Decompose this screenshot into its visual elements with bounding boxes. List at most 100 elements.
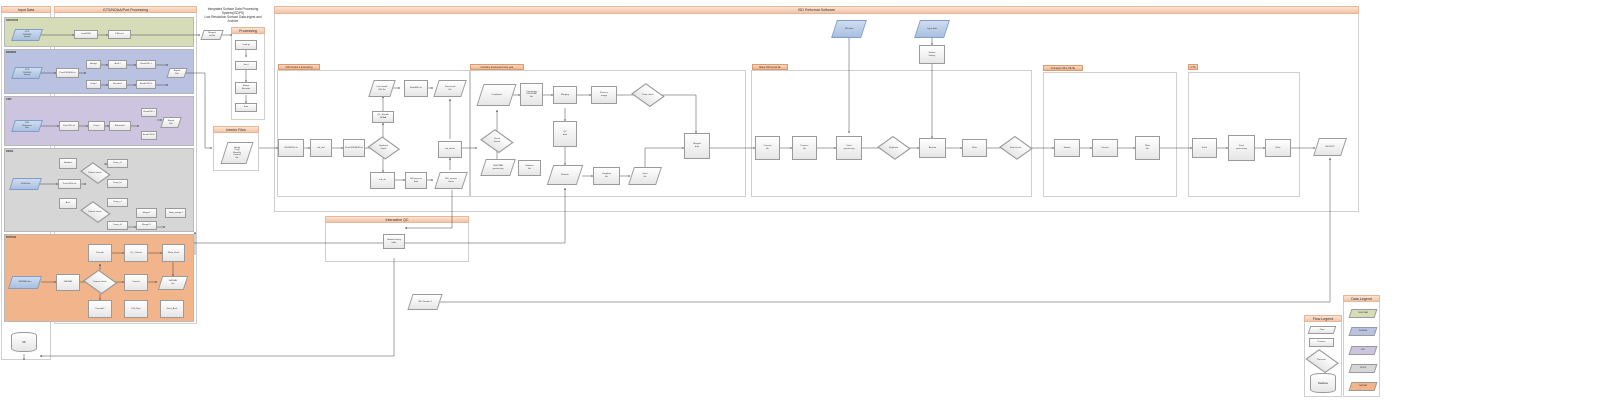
- write-process[interactable]: Write: [962, 139, 987, 157]
- report2-process[interactable]: ReadCFD2.f: [136, 80, 156, 89]
- write-file-process[interactable]: Write file: [1135, 136, 1160, 160]
- database-cylinder[interactable]: DB: [11, 332, 37, 352]
- write-final-process[interactable]: Write_Final: [162, 244, 185, 262]
- merging-process[interactable]: Merging: [553, 86, 577, 104]
- reformat-process[interactable]: Reformat.f: [109, 121, 131, 131]
- temp-a-process[interactable]: Temp_a.f: [107, 159, 128, 168]
- isd-dir-process[interactable]: isd_dir.f: [310, 139, 332, 157]
- decode-process[interactable]: Decode: [88, 244, 112, 262]
- dsfstar-input[interactable]: GTS DSI3000 format: [13, 29, 41, 41]
- datsav-format-decision-label: Format check: [93, 280, 107, 283]
- ddss-format-decision[interactable]: Format check: [84, 165, 106, 181]
- merge-records-process[interactable]: Merge Records: [235, 82, 257, 94]
- qc-readin-process[interactable]: QC_ReadIn NOAA: [372, 111, 394, 123]
- merged-isd-file[interactable]: Merged isd file: [202, 30, 222, 40]
- cfd-input[interactable]: CFD Reformat File: [13, 120, 41, 132]
- data-check-decision[interactable]: Data check: [636, 86, 660, 104]
- merged-data[interactable]: Merged data: [684, 133, 710, 159]
- last-month-isd-file-label: Last month ISD file: [376, 85, 388, 91]
- ddss-format-decision-label: Format check: [88, 171, 102, 174]
- dsi3000-input[interactable]: GTS DSI3000 format: [13, 67, 41, 79]
- converting-dsfstar[interactable]: Converting DSFSTAR file: [520, 83, 543, 106]
- duplicate-decision[interactable]: Duplicate: [882, 138, 905, 158]
- processed-file[interactable]: Processed file: [436, 80, 464, 97]
- isd-version-3[interactable]: ISD Version 3: [410, 294, 440, 310]
- final-arch-process[interactable]: Final_Arch: [160, 300, 184, 318]
- header-process[interactable]: Header.f: [59, 158, 77, 169]
- duplicate-check-decision[interactable]: Duplicate check: [372, 139, 395, 157]
- decoder-process[interactable]: Decoder.f: [108, 80, 127, 89]
- station-history-box[interactable]: Station history: [919, 45, 945, 64]
- dsi3000-output[interactable]: Report File: [168, 68, 186, 78]
- dsfstar-processing[interactable]: DSFSTAR processing: [483, 159, 513, 176]
- data-check-decision-label: Data check: [642, 93, 654, 96]
- interim-file[interactable]: Hourly Daily Monthly Format file: [224, 142, 250, 164]
- last-month-isd-file[interactable]: Last month ISD file: [371, 80, 393, 97]
- temp-d-process[interactable]: Temp_d.f: [107, 221, 128, 230]
- report1-process[interactable]: ReadCFD.f: [136, 60, 156, 69]
- qc-checks-process[interactable]: QC_Checks: [124, 244, 148, 262]
- readcfd-process[interactable]: ReadCFD.f: [141, 108, 157, 117]
- sum-process[interactable]: Sum: [235, 103, 257, 112]
- readcfd2-process[interactable]: ReadCFD2.f: [141, 131, 157, 140]
- decode2-process[interactable]: Decode2: [88, 300, 112, 318]
- cts-prepare[interactable]: Final processing: [1228, 135, 1255, 161]
- prep-process[interactable]: Prep.f: [88, 121, 105, 131]
- procdsi3000-process[interactable]: ProcDSI3000.sh: [56, 68, 79, 78]
- rewrite-data[interactable]: Rewrite: [550, 165, 580, 185]
- convert-file[interactable]: Convert file: [755, 136, 780, 160]
- check-format-decision[interactable]: Check format: [485, 132, 509, 150]
- cts-write[interactable]: Write: [1265, 139, 1291, 157]
- arc3-process[interactable]: Arc3.f: [108, 60, 127, 69]
- isd-dir-lower[interactable]: isd_dir: [370, 172, 395, 189]
- complete-file[interactable]: Complete file: [593, 167, 620, 185]
- loaddsf-process[interactable]: LoadDSF.f: [74, 30, 98, 39]
- process-file[interactable]: Process file: [792, 136, 817, 160]
- isd-ids-file[interactable]: isd_ids.txt: [438, 141, 462, 158]
- datsav-file-output[interactable]: DATSAV file: [160, 276, 186, 290]
- combined-data[interactable]: Combined: [480, 84, 513, 106]
- dsfrun-process[interactable]: DSFrun.f: [108, 30, 131, 39]
- hourly-process[interactable]: Hourly.f: [86, 60, 101, 69]
- subtract-file[interactable]: Subtract file: [518, 160, 541, 176]
- station-history-table[interactable]: Station history table: [383, 234, 405, 249]
- datsav-format-decision[interactable]: Format check: [88, 272, 112, 292]
- cfd-output[interactable]: Report File: [162, 117, 180, 128]
- ddss-arc-process[interactable]: Arc.f: [59, 198, 77, 209]
- final-file[interactable]: Final file: [631, 167, 659, 185]
- isd-data-input[interactable]: ISD data: [834, 20, 864, 38]
- daily-process[interactable]: Daily.f: [86, 80, 101, 89]
- format-process[interactable]: Format: [1092, 139, 1118, 157]
- temp-b-process[interactable]: Temp_b.f: [107, 179, 128, 188]
- process-merge[interactable]: Process merge: [591, 86, 617, 104]
- datsav-input[interactable]: DATSAV files: [10, 276, 40, 289]
- isd-header: ISD Reformat Software: [274, 6, 1359, 14]
- isd-version-check[interactable]: ISD_version check: [437, 172, 465, 189]
- qc-data[interactable]: QC data: [553, 121, 577, 147]
- isd-istp-output[interactable]: ISD/ISTP: [1316, 138, 1344, 156]
- station-process[interactable]: Station: [1054, 139, 1080, 157]
- ddss-input[interactable]: DDSS file: [11, 178, 40, 190]
- archive-process[interactable]: Archive: [919, 138, 946, 158]
- ddss-format-decision-2[interactable]: Format check: [84, 204, 106, 220]
- datsav-input-label: DATSAV files: [18, 281, 32, 284]
- isddrive-process[interactable]: ISDDRIVE.sh: [278, 139, 304, 157]
- temp-merge-process[interactable]: Temp_merge.f: [165, 208, 186, 218]
- final-processing[interactable]: Final processing: [836, 136, 862, 160]
- proccfd-process[interactable]: ProcCFD.sh: [59, 121, 79, 131]
- dsi-rep-process[interactable]: DSI_Rep: [124, 300, 148, 318]
- procddss-process[interactable]: ProcDDSS.sh: [58, 179, 81, 189]
- datsav-process[interactable]: DATSAV: [56, 274, 80, 291]
- procisddrive-process[interactable]: ProcISDDRIVE.sh: [343, 139, 365, 157]
- temp-c-process[interactable]: Temp_c.f: [107, 198, 128, 207]
- cts-station[interactable]: Final: [1192, 138, 1217, 158]
- merge2-process[interactable]: Merge2.f: [136, 221, 157, 230]
- convert-process[interactable]: Convert: [124, 274, 148, 291]
- final-check-decision[interactable]: Final check: [1004, 138, 1027, 158]
- isd-process-data[interactable]: ISD process data: [405, 172, 427, 189]
- readisd-process[interactable]: ReadISD.sh: [404, 80, 428, 97]
- merge-process[interactable]: Merge.f: [136, 208, 157, 218]
- load-pl-process[interactable]: Load.pl: [235, 40, 257, 50]
- input-data-top[interactable]: Input data: [917, 20, 947, 38]
- sort-process[interactable]: Sort.f: [235, 61, 257, 70]
